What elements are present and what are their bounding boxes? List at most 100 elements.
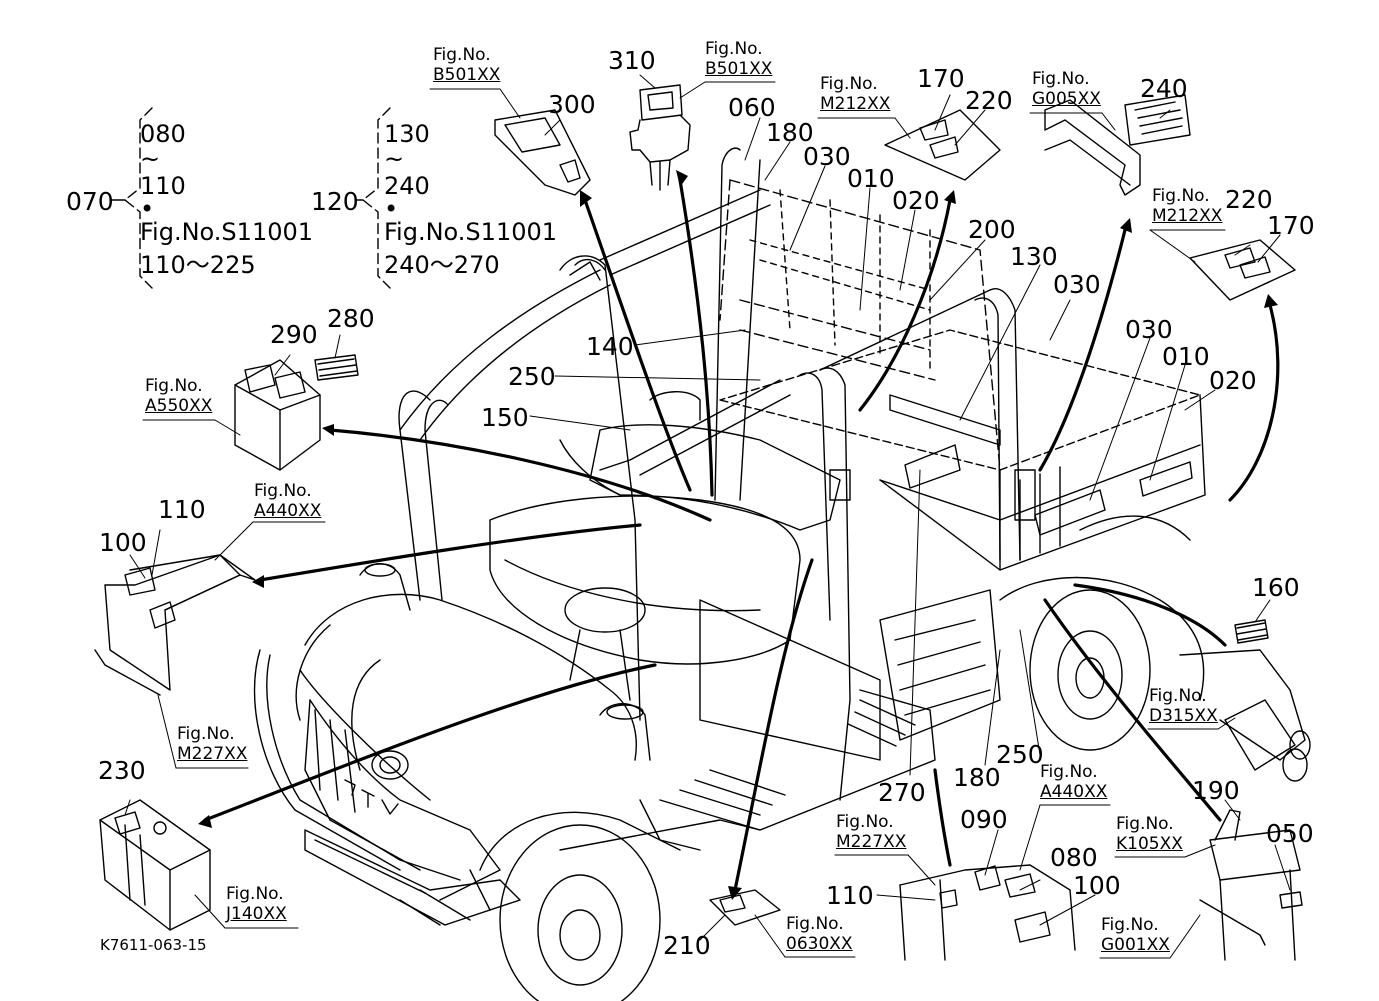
fig-ref[interactable]: Fig.No.D315XX [1149, 686, 1218, 727]
group-070-line: • [140, 194, 155, 223]
callout[interactable]: 140 [586, 332, 634, 361]
callout[interactable]: 310 [608, 46, 656, 75]
fig-ref[interactable]: Fig.No.M227XX [836, 812, 906, 853]
group-120-line: ~ [384, 145, 405, 174]
group-bracket-120 [362, 107, 391, 289]
group-120-line: 240～270 [384, 250, 500, 279]
fig-ref-label: Fig.No. [1032, 69, 1090, 89]
fig-ref-code: A440XX [254, 501, 322, 522]
callout[interactable]: 250 [996, 740, 1044, 769]
group-bracket-070 [124, 107, 153, 289]
fig-ref-label: Fig.No. [820, 74, 878, 94]
fig-ref-code: M212XX [1152, 206, 1223, 227]
callout[interactable]: 030 [803, 142, 851, 171]
callout[interactable]: 250 [508, 362, 556, 391]
group-070-list: 080 ~ 110 • Fig.No.S11001 110～225 [140, 118, 313, 281]
callout[interactable]: 280 [327, 304, 375, 333]
fig-ref-code: M227XX [836, 832, 907, 853]
fig-ref-label: Fig.No. [177, 724, 235, 744]
fig-ref-label: Fig.No. [1101, 915, 1159, 935]
fig-ref[interactable]: Fig.No.M212XX [1152, 186, 1222, 227]
fig-ref-label: Fig.No. [254, 481, 312, 501]
callout[interactable]: 290 [270, 320, 318, 349]
fig-ref[interactable]: Fig.No.A440XX [254, 481, 321, 522]
group-070-line: 110 [140, 171, 186, 200]
callout[interactable]: 230 [98, 756, 146, 785]
fig-ref[interactable]: Fig.No.A550XX [145, 376, 212, 417]
group-120-line: Fig.No.S11001 [384, 218, 558, 247]
group-070-line: 110～225 [140, 250, 256, 279]
group-120-line: • [384, 194, 399, 223]
fig-ref-label: Fig.No. [786, 914, 844, 934]
callout[interactable]: 130 [1010, 242, 1058, 271]
callout[interactable]: 180 [766, 118, 814, 147]
callout[interactable]: 090 [960, 805, 1008, 834]
component-sketches [94, 84, 1311, 961]
fig-ref-code: D315XX [1149, 706, 1218, 727]
fig-ref[interactable]: Fig.No.B501XX [705, 39, 772, 80]
fig-ref[interactable]: Fig.No.K105XX [1116, 814, 1183, 855]
callout[interactable]: 210 [663, 931, 711, 960]
group-120-line: 240 [384, 171, 430, 200]
callout[interactable]: 110 [826, 881, 874, 910]
fig-ref-code: G001XX [1101, 935, 1170, 956]
callout[interactable]: 190 [1192, 776, 1240, 805]
callout[interactable]: 100 [1073, 871, 1121, 900]
callout[interactable]: 060 [728, 93, 776, 122]
fig-ref-label: Fig.No. [1149, 686, 1207, 706]
callout[interactable]: 200 [968, 215, 1016, 244]
group-id-120: 120 [311, 187, 359, 216]
fig-ref-code: B501XX [433, 65, 501, 86]
fig-ref[interactable]: Fig.No.A440XX [1040, 762, 1107, 803]
group-070-line: Fig.No.S11001 [140, 218, 314, 247]
callout-leaders [124, 74, 1291, 959]
callout[interactable]: 300 [548, 90, 596, 119]
callout[interactable]: 030 [1053, 270, 1101, 299]
group-id-070: 070 [66, 187, 114, 216]
callout[interactable]: 030 [1125, 315, 1173, 344]
callout[interactable]: 050 [1266, 819, 1314, 848]
callout[interactable]: 170 [917, 64, 965, 93]
callout[interactable]: 220 [965, 86, 1013, 115]
callout[interactable]: 160 [1252, 573, 1300, 602]
callout[interactable]: 170 [1267, 211, 1315, 240]
callout[interactable]: 010 [1162, 342, 1210, 371]
fig-ref-label: Fig.No. [145, 376, 203, 396]
callout[interactable]: 270 [878, 778, 926, 807]
fig-ref-label: Fig.No. [226, 884, 284, 904]
fig-ref[interactable]: Fig.No.G001XX [1101, 915, 1170, 956]
callout[interactable]: 150 [481, 403, 529, 432]
fig-ref[interactable]: Fig.No.M212XX [820, 74, 890, 115]
callout[interactable]: 110 [158, 495, 206, 524]
fig-ref[interactable]: Fig.No.0630XX [786, 914, 853, 955]
fig-ref-code: M227XX [177, 744, 248, 765]
callout[interactable]: 240 [1140, 74, 1188, 103]
fig-ref[interactable]: Fig.No.J140XX [226, 884, 287, 925]
fig-ref-label: Fig.No. [433, 45, 491, 65]
fig-ref-code: K105XX [1116, 834, 1183, 855]
group-070-line: 080 [140, 120, 186, 148]
callout[interactable]: 220 [1225, 185, 1273, 214]
callout[interactable]: 180 [953, 763, 1001, 792]
group-120-list: 130 ~ 240 • Fig.No.S11001 240～270 [384, 118, 557, 281]
fig-ref-code: J140XX [226, 904, 287, 925]
callout[interactable]: 010 [847, 164, 895, 193]
document-code: K7611-063-15 [100, 936, 207, 954]
fig-ref-code: G005XX [1032, 89, 1101, 110]
callout[interactable]: 100 [99, 528, 147, 557]
fig-ref-code: 0630XX [786, 934, 853, 955]
callout[interactable]: 080 [1050, 843, 1098, 872]
fig-ref-label: Fig.No. [836, 812, 894, 832]
fig-ref-code: B501XX [705, 59, 773, 80]
leader-arrows [203, 178, 1280, 892]
fig-ref[interactable]: Fig.No.M227XX [177, 724, 247, 765]
fig-ref[interactable]: Fig.No.G005XX [1032, 69, 1101, 110]
fig-ref-label: Fig.No. [1116, 814, 1174, 834]
callout[interactable]: 020 [892, 186, 940, 215]
fig-ref[interactable]: Fig.No.B501XX [433, 45, 500, 86]
group-120-line: 130 [384, 120, 430, 148]
fig-ref-label: Fig.No. [1040, 762, 1098, 782]
callout[interactable]: 020 [1209, 366, 1257, 395]
